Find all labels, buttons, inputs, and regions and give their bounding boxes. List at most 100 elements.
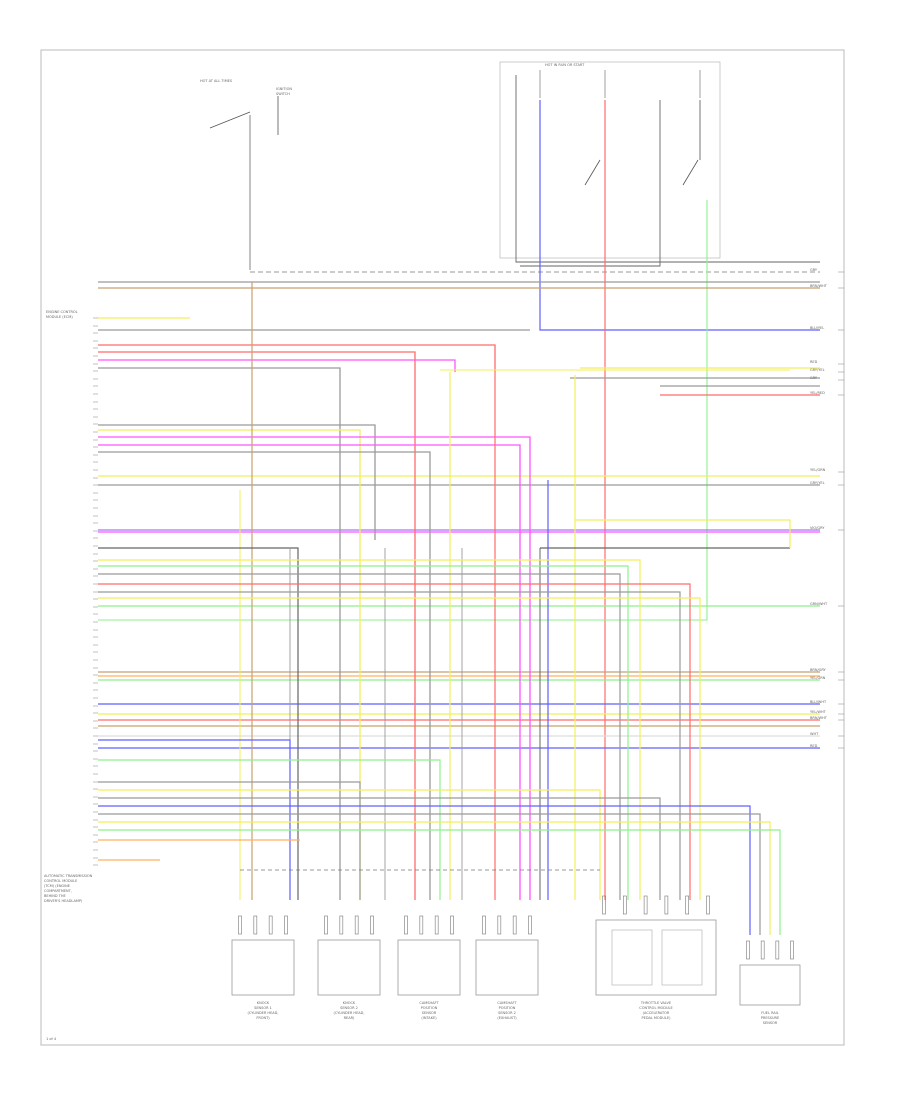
component-label-line: FRONT)	[256, 1016, 270, 1020]
component-box	[475, 939, 539, 996]
component-pin	[434, 915, 439, 935]
right-wire-label: BRN/WHT	[810, 716, 828, 720]
tcm-label-line-2: CONTROL MODULE	[44, 879, 77, 883]
component-label-line: (CYLINDER HEAD,	[334, 1011, 365, 1015]
component-pin	[622, 895, 627, 915]
component-pin	[643, 895, 648, 915]
component-pin	[354, 915, 359, 935]
component-pin	[746, 940, 750, 960]
component-label-line: PRESSURE	[761, 1016, 779, 1020]
fuse-box-outline	[499, 61, 721, 259]
ecm-label-2: MODULE (ECM)	[46, 315, 73, 319]
fuse-feed-2	[520, 100, 661, 267]
right-wire-label: YEL/RED	[810, 391, 825, 395]
component-label-line: FUEL RAIL	[761, 1011, 779, 1015]
fuse-feed-1	[515, 75, 820, 263]
right-wire-label: YEL/GRN	[810, 468, 826, 472]
component-pin	[664, 895, 669, 915]
right-wire-label: GRN/WHT	[810, 602, 828, 606]
component-pin	[528, 915, 532, 935]
tcm-label-line-5: BEHIND THE	[44, 894, 66, 898]
ignition-switch-contact	[209, 111, 251, 129]
relay-contact-1	[584, 159, 601, 186]
component-pin	[602, 895, 606, 915]
blu-fuel-rail	[98, 805, 751, 935]
tcm-label-line-3: (TCM) (ENGINE	[44, 884, 70, 888]
component-box	[595, 919, 717, 996]
gry-to-throttle	[98, 573, 621, 900]
component-pin	[760, 940, 765, 960]
component-pin	[685, 895, 690, 915]
component-label-line: REAR)	[344, 1016, 355, 1020]
component-label-line: (EXHAUST)	[497, 1016, 517, 1020]
component-label-line: KNOCK	[257, 1001, 270, 1005]
yel-lower	[98, 789, 601, 900]
right-wire-label: WHT	[810, 732, 819, 736]
tcm-label-line-1: AUTOMATIC TRANSMISSION	[44, 874, 93, 878]
ecm-drop-wire-4	[98, 359, 456, 372]
ecm-drop-wire-10	[98, 451, 431, 900]
tcm-label-line-6: DRIVER'S HEADLAMP)	[44, 899, 83, 903]
component-pin	[482, 915, 486, 935]
right-wire-label: VIO/GRY	[810, 526, 825, 530]
yel-right-loop	[575, 519, 791, 548]
right-wire-label: GRY	[810, 268, 818, 272]
component-label-line: CONTROL MODULE	[639, 1006, 672, 1010]
hot-in-run-label: HOT IN RUN OR START	[545, 63, 585, 67]
relay-contact-2	[682, 159, 699, 186]
component-label-line: (CYLINDER HEAD,	[248, 1011, 279, 1015]
component-pin	[450, 915, 454, 935]
component-label-line: SENSOR 1	[254, 1006, 272, 1010]
ignition-label-2: SWITCH	[276, 92, 290, 96]
component-pin	[404, 915, 408, 935]
right-wire-label: BLU/WHT	[810, 700, 827, 704]
grn-to-cam	[98, 759, 441, 900]
hot-at-all-times-label: HOT AT ALL TIMES	[200, 79, 233, 83]
ecm-drop-wire-9	[98, 444, 521, 900]
component-box	[397, 939, 461, 996]
right-wire-label: RED	[810, 360, 818, 364]
component-label-line: CAMSHAFT	[497, 1001, 517, 1005]
component-label-line: CAMSHAFT	[419, 1001, 439, 1005]
right-wire-label: RED	[810, 744, 818, 748]
component-label-line: (INTAKE)	[421, 1016, 437, 1020]
grn-long-wire	[98, 200, 708, 621]
diagram-frame	[40, 49, 845, 1046]
component-label-line: KNOCK	[343, 1001, 356, 1005]
throttle-sensor-sub-1	[611, 929, 653, 986]
right-wire-label: YEL/GRN	[810, 676, 826, 680]
component-pin	[238, 915, 242, 935]
component-box	[231, 939, 295, 996]
red-to-throttle	[98, 583, 691, 900]
component-pin	[775, 940, 780, 960]
component-label-line: (ACCELERATOR	[643, 1011, 670, 1015]
yel-fuel-rail	[98, 821, 771, 935]
component-pin	[419, 915, 424, 935]
throttle-sensor-sub-2	[661, 929, 703, 986]
component-pin	[339, 915, 344, 935]
yel-to-throttle	[98, 559, 641, 900]
ignition-label-1: IGNITION	[276, 87, 292, 91]
right-wire-label: BLU/YEL	[810, 326, 824, 330]
ecm-label-1: ENGINE CONTROL	[46, 310, 78, 314]
component-pin	[370, 915, 374, 935]
component-pin	[253, 915, 258, 935]
component-pin	[790, 940, 794, 960]
component-label-line: SENSOR 2	[498, 1011, 516, 1015]
gry-to-knock2	[98, 781, 361, 900]
blu-to-knock	[98, 739, 291, 900]
gry-to-throttle-2	[98, 591, 681, 900]
component-pin	[324, 915, 328, 935]
component-box	[739, 964, 801, 1006]
wires-layer	[98, 61, 820, 935]
ecm-drop-wire-2	[98, 344, 496, 372]
right-wire-label: BRN/GRY	[810, 668, 827, 672]
tcm-label-line-4: COMPARTMENT,	[44, 889, 72, 893]
tcm-label: AUTOMATIC TRANSMISSION CONTROL MODULE (T…	[44, 874, 93, 903]
component-label-line: THROTTLE VALVE	[640, 1001, 671, 1005]
shield-bus-1	[98, 547, 299, 900]
component-pin	[706, 895, 710, 915]
